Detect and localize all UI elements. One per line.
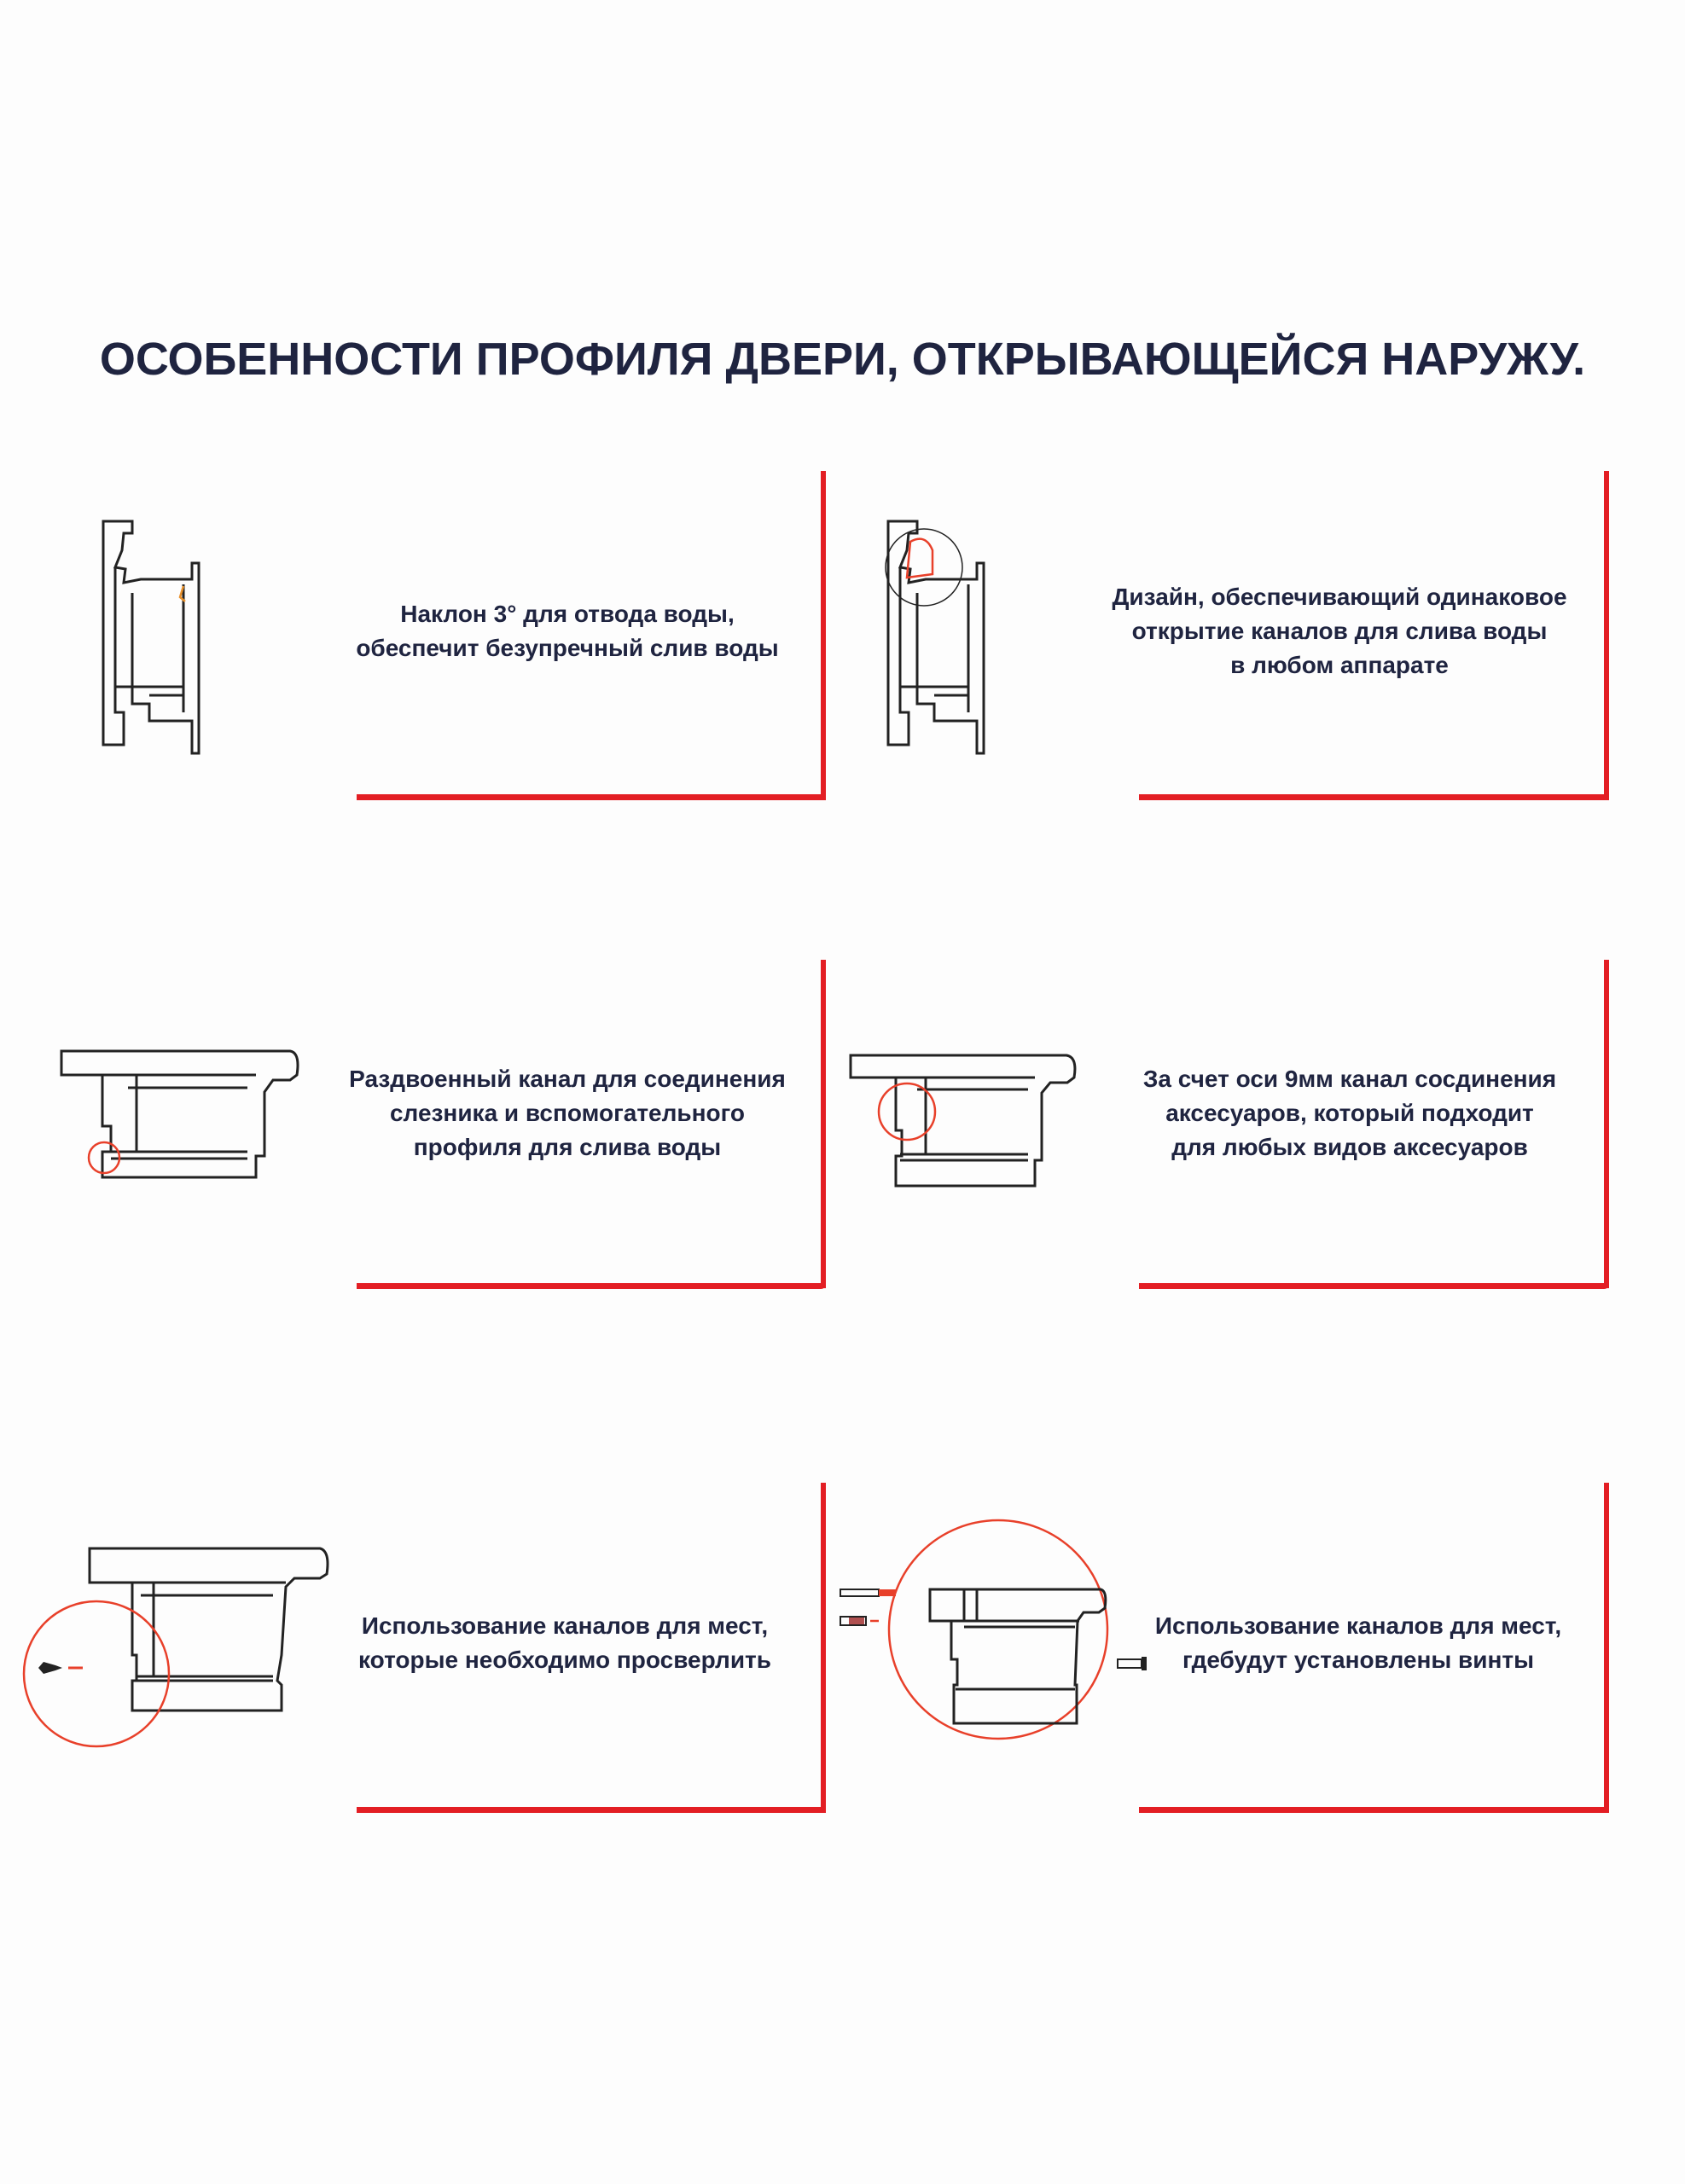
feature-line: открытие каналов для слива воды xyxy=(1131,618,1548,644)
card-border-right xyxy=(821,1483,826,1813)
feature-line: которые необходимо просверлить xyxy=(358,1647,771,1673)
feature-line: профиля для слива воды xyxy=(413,1134,722,1160)
card-border-right xyxy=(821,960,826,1288)
feature-line: в любом аппарате xyxy=(1230,652,1449,678)
card-border-right xyxy=(1604,960,1609,1288)
page-title: ОСОБЕННОСТИ ПРОФИЛЯ ДВЕРИ, ОТКРЫВАЮЩЕЙСЯ… xyxy=(99,334,1586,385)
feature-line: Раздвоенный канал для соединения xyxy=(349,1066,786,1092)
feature-text: Раздвоенный канал для соединения слезник… xyxy=(328,1062,806,1165)
card-border-bottom xyxy=(1139,1807,1609,1813)
feature-line: для любых видов аксесуаров xyxy=(1171,1134,1528,1160)
card-border-right xyxy=(1604,1483,1609,1813)
feature-line: Наклон 3° для отвода воды, xyxy=(400,601,735,627)
vertical-profile-drawing xyxy=(885,520,985,755)
screw-icon xyxy=(840,1589,1147,1670)
vertical-profile-drawing xyxy=(102,520,200,755)
feature-line: Дизайн, обеспечивающий одинаковое xyxy=(1112,584,1567,610)
feature-text: Дизайн, обеспечивающий одинаковое открыт… xyxy=(1101,580,1578,682)
feature-line: гдебудут установлены винты xyxy=(1182,1647,1535,1673)
feature-line: Использование каналов для мест, xyxy=(361,1612,769,1639)
feature-text: Использование каналов для мест, которые … xyxy=(326,1609,804,1677)
feature-text: Использование каналов для мест, гдебудут… xyxy=(1119,1609,1597,1677)
horizontal-profile-drawing xyxy=(849,1054,1077,1188)
feature-line: Использование каналов для мест, xyxy=(1154,1612,1562,1639)
card-border-right xyxy=(821,471,826,800)
feature-line: обеспечит безупречный слив воды xyxy=(356,635,779,661)
card-border-bottom xyxy=(357,1283,826,1289)
drill-channel-drawing xyxy=(22,1547,329,1748)
horizontal-profile-drawing xyxy=(60,1049,299,1179)
feature-text: За счет оси 9мм канал сосдинения аксесуа… xyxy=(1111,1062,1589,1165)
feature-line: аксесуаров, который подходит xyxy=(1165,1100,1534,1126)
screw-channel-drawing xyxy=(840,1519,1147,1740)
feature-line: слезника и вспомогательного xyxy=(389,1100,746,1126)
feature-line: За счет оси 9мм канал сосдинения xyxy=(1142,1066,1557,1092)
card-border-bottom xyxy=(357,1807,826,1813)
card-border-bottom xyxy=(1139,794,1609,800)
card-border-bottom xyxy=(1139,1283,1609,1289)
card-border-right xyxy=(1604,471,1609,800)
feature-text: Наклон 3° для отвода воды, обеспечит без… xyxy=(328,597,806,665)
card-border-bottom xyxy=(357,794,826,800)
